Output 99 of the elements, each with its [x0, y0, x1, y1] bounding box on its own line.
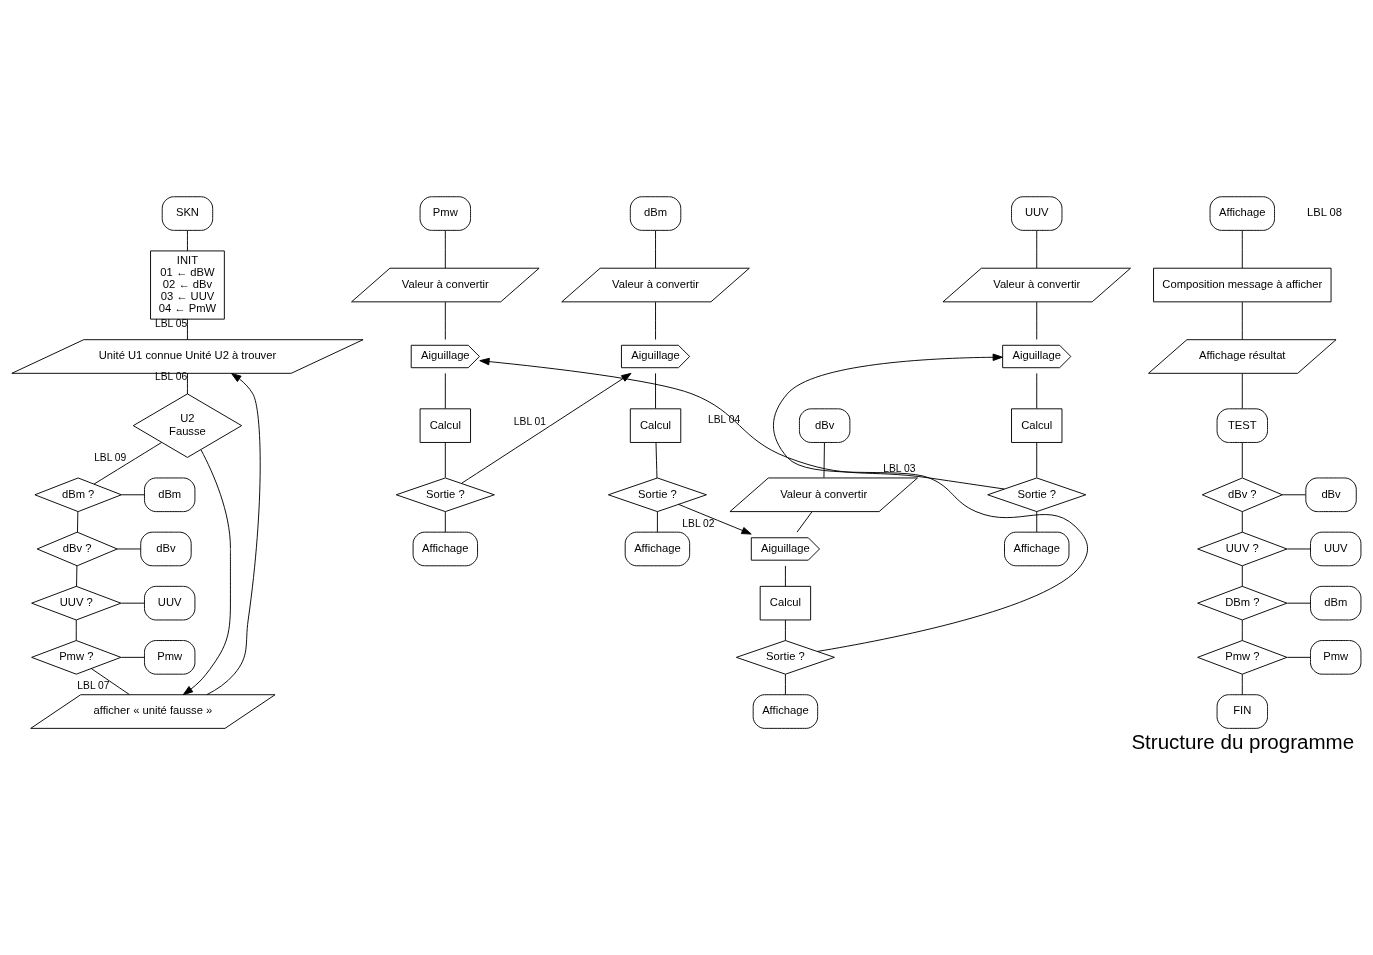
edge-label: LBL 01: [513, 416, 547, 428]
node-box: dBv: [140, 531, 192, 567]
connector: [1036, 372, 1038, 409]
node-box: dBv: [798, 408, 851, 443]
connector: [75, 619, 77, 641]
node-box: UUV: [1310, 531, 1362, 567]
arrow: [772, 353, 1088, 652]
connector: [444, 230, 446, 269]
connector: [1036, 301, 1038, 340]
connector: [93, 442, 162, 485]
connector: [1241, 511, 1243, 533]
node-box: Calcul: [1011, 408, 1063, 443]
node-box: SKN: [161, 196, 214, 231]
connector: [1241, 619, 1243, 641]
arrow: [479, 357, 1005, 490]
arrow: [461, 372, 632, 484]
edge-label: LBL 02: [682, 518, 715, 530]
connector: [655, 230, 656, 269]
connector: [784, 565, 786, 587]
connector: [1286, 656, 1311, 658]
node-box: Pmw: [1310, 640, 1362, 675]
connector: [1286, 548, 1311, 550]
connector: [1241, 372, 1243, 409]
connector: [444, 301, 446, 340]
edge-label: LBL 06: [155, 371, 188, 383]
connector: [1241, 301, 1243, 340]
node-box: INIT 01 ← dBW 02 ← dBv 03 ← UUV 04 ← PmW: [150, 250, 225, 320]
node-diamond: Sortie ?: [987, 477, 1087, 513]
connector: [76, 565, 78, 587]
connector: [1036, 511, 1038, 533]
node-box: Calcul: [759, 585, 812, 621]
connector: [187, 230, 188, 252]
connector: [796, 511, 813, 533]
connector: [1241, 565, 1243, 587]
node-box: FIN: [1216, 694, 1268, 729]
connector: [1286, 602, 1311, 604]
connector: [1241, 442, 1243, 479]
node-box: Pmw: [144, 640, 196, 675]
node-box: Calcul: [629, 408, 682, 443]
node-diamond: dBv ?: [1201, 477, 1283, 513]
node-box: dBm: [629, 196, 682, 231]
node-box: Affichage: [752, 694, 819, 729]
connector: [444, 511, 446, 533]
connector: [655, 301, 656, 340]
node-box: Affichage: [412, 531, 478, 567]
caption: Structure du programme: [1131, 729, 1355, 753]
node-box: dBm: [1310, 585, 1362, 621]
node-diamond: Pmw ?: [1197, 640, 1288, 675]
node-box: dBv: [1305, 477, 1357, 513]
node-diamond: UUV ?: [31, 585, 122, 621]
edge-label: LBL 07: [77, 680, 110, 692]
connector: [656, 511, 658, 533]
node-diamond: UUV ?: [1197, 531, 1288, 567]
node-label: LBL 08: [1306, 206, 1343, 219]
edge-label: LBL 04: [708, 414, 741, 426]
connector: [120, 602, 145, 604]
node-box: Affichage: [1209, 196, 1275, 231]
connector: [116, 548, 141, 550]
node-diamond: Sortie ?: [395, 477, 495, 513]
node-diamond: DBm ?: [1197, 585, 1288, 621]
connector: [784, 673, 786, 696]
node-box: UUV: [144, 585, 196, 621]
connector: [444, 442, 446, 479]
node-diamond: dBm ?: [34, 477, 122, 513]
node-diamond: U2 Fausse: [132, 393, 243, 458]
arrow: [678, 503, 752, 535]
connector: [823, 442, 825, 479]
connector: [90, 668, 130, 695]
node-box: Calcul: [419, 408, 471, 443]
edge-label: LBL 09: [94, 452, 127, 464]
node-box: Composition message à afficher: [1153, 267, 1332, 303]
connector: [1241, 673, 1243, 696]
connector: [1281, 494, 1306, 496]
connector: [77, 511, 79, 533]
connector: [444, 372, 446, 409]
connector: [655, 442, 658, 479]
node-box: Affichage: [1004, 531, 1070, 567]
node-box: UUV: [1011, 196, 1063, 231]
node-diamond: Sortie ?: [607, 477, 707, 513]
connector: [120, 494, 145, 496]
connector: [655, 372, 656, 409]
connector: [187, 318, 188, 341]
node-box: dBm: [144, 477, 196, 513]
arrow: [182, 449, 231, 696]
edge-label: LBL 03: [883, 462, 916, 474]
connector: [1036, 230, 1038, 269]
connector: [120, 656, 145, 658]
connector: [187, 372, 188, 395]
arrow: [206, 373, 261, 696]
node-box: TEST: [1216, 408, 1268, 443]
node-diamond: Sortie ?: [735, 640, 835, 675]
node-diamond: Pmw ?: [31, 640, 122, 675]
node-box: Pmw: [419, 196, 471, 231]
node-diamond: dBv ?: [36, 531, 118, 567]
edge-label: LBL 05: [155, 317, 188, 329]
connector: [1036, 442, 1038, 479]
connector: [784, 619, 786, 641]
node-box: Affichage: [624, 531, 691, 567]
connector: [1241, 230, 1243, 269]
